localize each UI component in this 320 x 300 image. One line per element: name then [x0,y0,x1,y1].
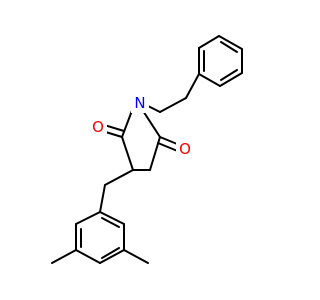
methyl-bond [51,249,77,264]
bond [149,136,161,171]
double-bond-inner [101,247,120,259]
bond [99,249,125,264]
atom-label-oxygen-right: O [176,139,194,159]
bond [104,169,134,186]
bond [99,184,106,213]
bond [198,35,220,49]
bond [218,35,243,50]
bond [75,211,101,225]
dimethylphenyl-ring [51,211,149,264]
double-bond-inner [220,41,238,53]
atom-label-nitrogen: N [131,93,149,113]
bond [75,249,101,264]
double-bond-inner [220,69,238,81]
bond [121,136,134,171]
chemical-structure-diagram: O N O [51,35,243,264]
bond [219,72,243,87]
atom-label-oxygen-left: O [89,116,107,136]
oxygen-atom: O [179,140,191,158]
double-bond-inner [101,217,120,228]
nitrogen-atom: N [134,94,145,112]
oxygen-atom: O [92,118,104,136]
bond [198,73,221,87]
benzyl-linker [99,169,134,213]
bond [159,97,187,113]
bond [185,73,200,99]
methyl-bond [123,249,149,264]
phenyl-ring [198,35,243,87]
bond [99,211,125,225]
